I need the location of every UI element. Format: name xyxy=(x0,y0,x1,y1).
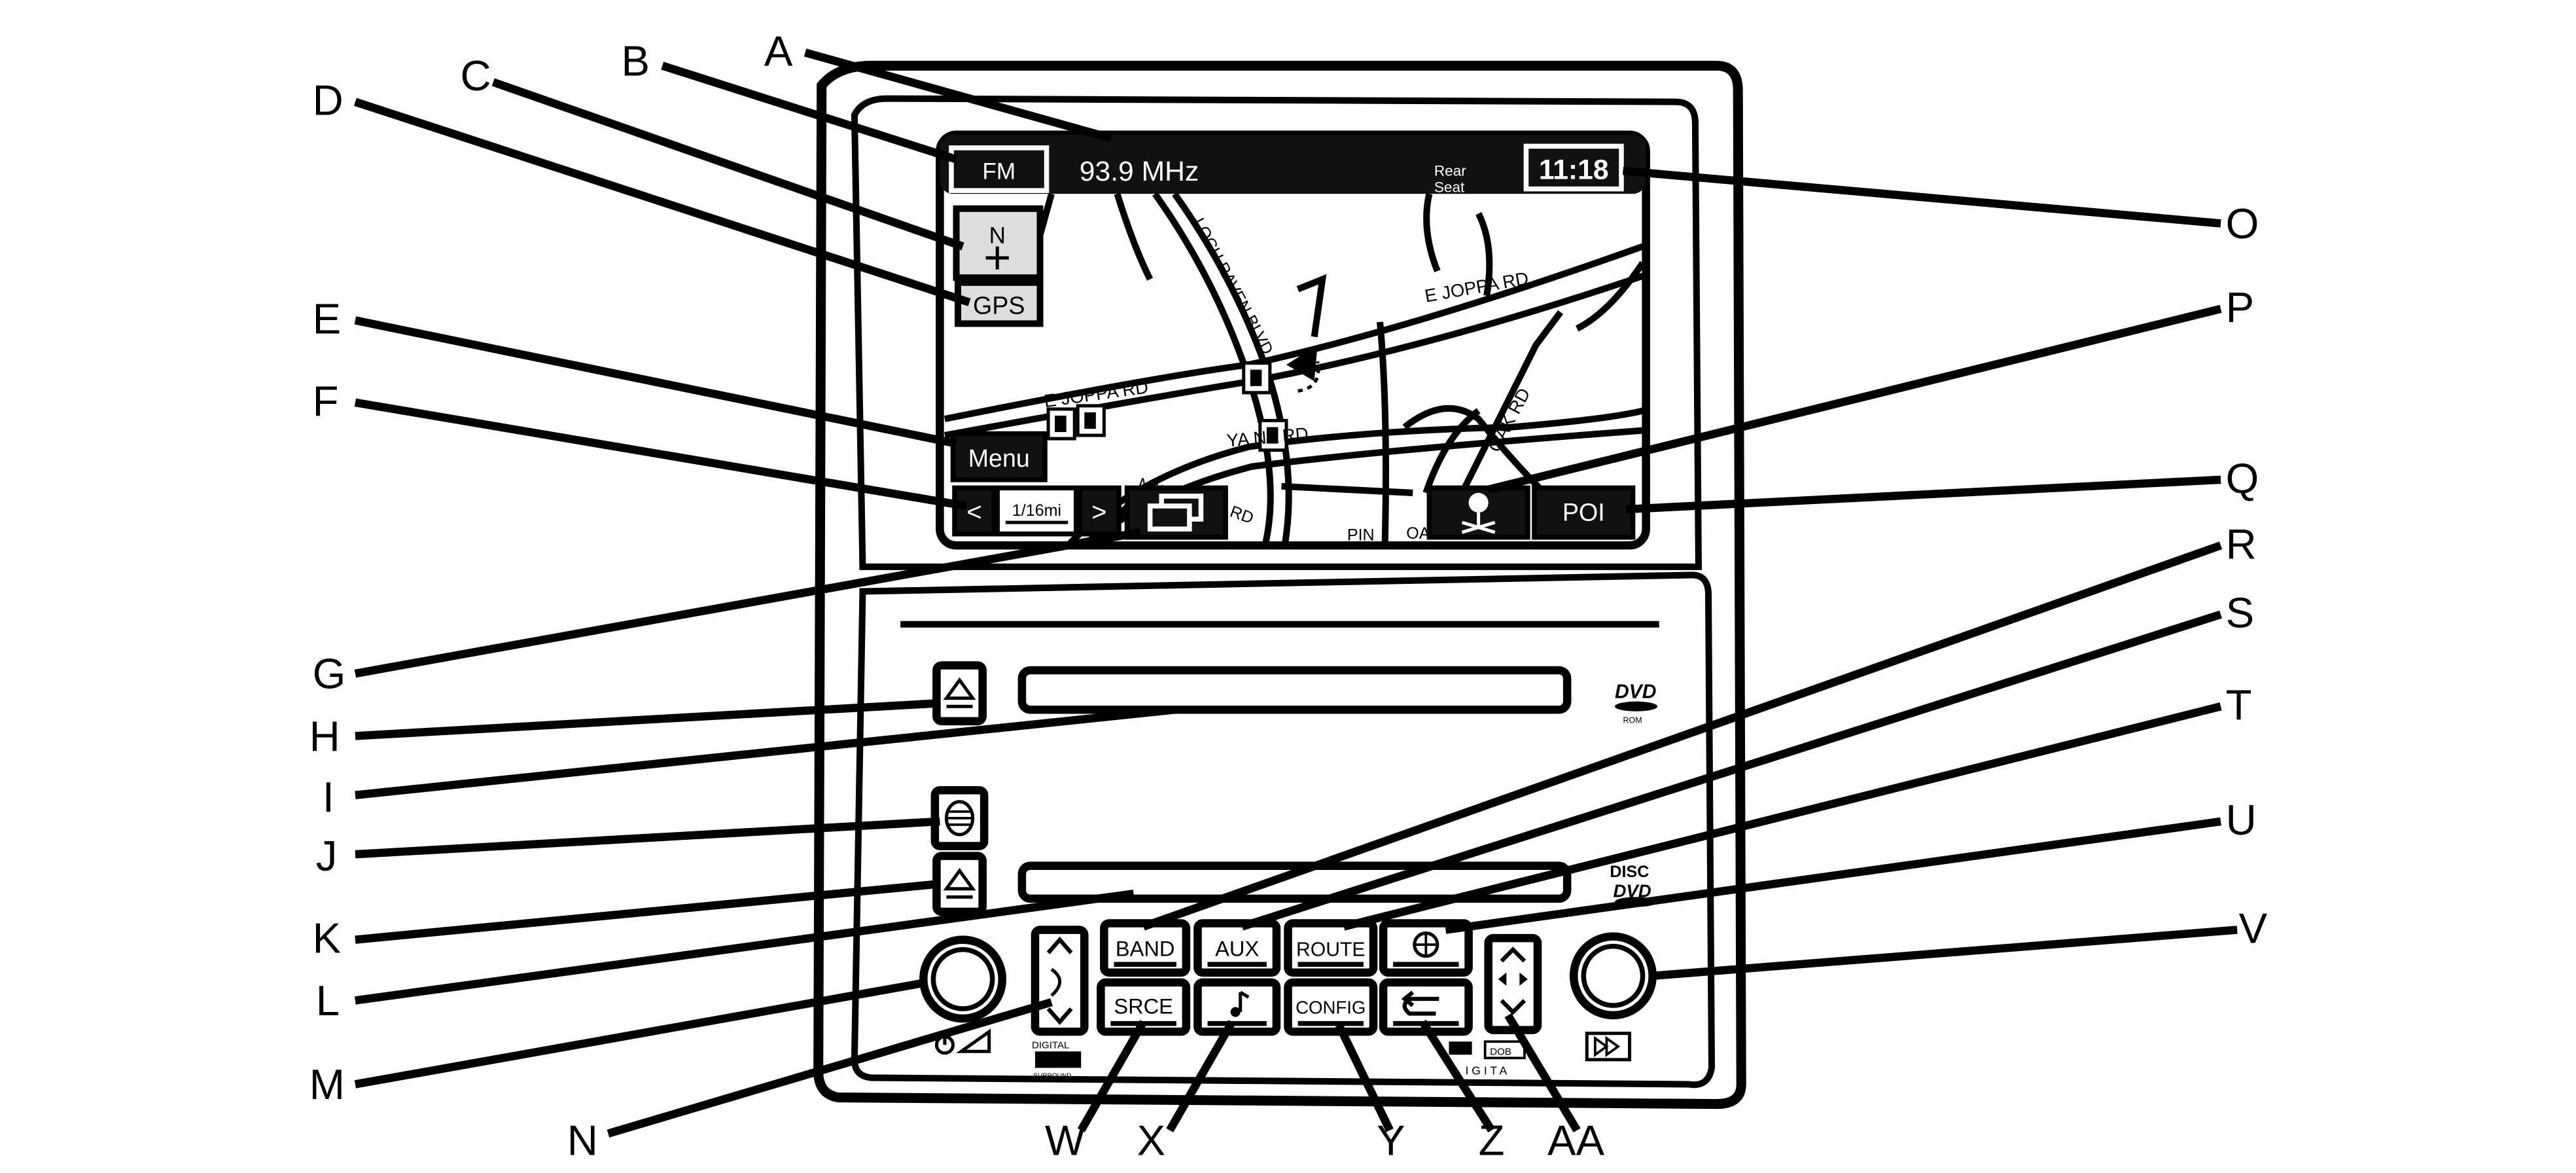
dvd-rom-slot[interactable] xyxy=(1017,666,1572,714)
poi-label: POI xyxy=(1562,499,1605,526)
callout-e: E xyxy=(313,295,342,342)
callout-k: K xyxy=(313,914,342,962)
callout-m: M xyxy=(309,1060,345,1108)
callout-leaders xyxy=(353,48,2238,1138)
callout-x: X xyxy=(1137,1116,1166,1164)
clock-button[interactable] xyxy=(1523,143,1624,192)
callout-y: Y xyxy=(1377,1116,1405,1164)
gas-station-icon xyxy=(1258,419,1288,452)
dvd-rom-logo: DVD ROM xyxy=(1614,681,1658,725)
callout-f: F xyxy=(313,377,339,425)
band-button[interactable] xyxy=(949,145,1050,193)
callout-l: L xyxy=(316,977,340,1024)
north-up-button[interactable]: N xyxy=(953,205,1044,281)
zoom-out-glyph: < xyxy=(966,497,981,527)
status-bar xyxy=(940,134,1646,194)
poi-button[interactable]: POI xyxy=(1532,485,1636,540)
disc-changer-button[interactable] xyxy=(930,785,989,850)
dolby-digital-logo: DOB I G I T A xyxy=(1449,1040,1526,1077)
callout-i: I xyxy=(323,773,334,821)
destination-hard-button[interactable] xyxy=(1379,919,1473,977)
seek-icon xyxy=(1498,972,1528,986)
surround-logo-text: SURROUND xyxy=(1033,1072,1071,1079)
callout-aa: AA xyxy=(1547,1116,1605,1164)
gas-station-icon xyxy=(1046,407,1076,441)
menu-label: Menu xyxy=(968,444,1030,472)
callout-v: V xyxy=(2239,905,2268,952)
gas-station-icon xyxy=(1076,404,1106,437)
rear-seat-label-line2: Seat xyxy=(1434,179,1465,196)
lower-eject-button[interactable] xyxy=(932,852,987,916)
callout-o: O xyxy=(2226,200,2259,247)
clock-readout: 11:18 xyxy=(1539,154,1609,186)
callout-h: H xyxy=(309,712,340,760)
band-hard-button-label: BAND xyxy=(1116,937,1175,961)
repeat-icon xyxy=(1401,990,1439,1016)
gas-station-icon xyxy=(1242,361,1272,395)
scale-controls: < 1/16mi > xyxy=(952,485,1121,537)
route-button[interactable]: ROUTE xyxy=(1284,919,1378,977)
zoom-in-button[interactable] xyxy=(1076,485,1121,537)
street-label: PIN xyxy=(1347,526,1375,545)
callout-n: N xyxy=(567,1116,598,1164)
callout-a: A xyxy=(764,27,793,75)
scale-readout-box xyxy=(995,485,1079,537)
fast-forward-button[interactable] xyxy=(1585,1032,1632,1062)
menu-button[interactable]: Menu xyxy=(950,431,1048,482)
destination-button[interactable] xyxy=(1426,485,1530,540)
callout-t: T xyxy=(2226,681,2252,729)
gps-button[interactable]: GPS xyxy=(955,279,1044,327)
config-button-label: CONFIG xyxy=(1296,998,1366,1018)
dvd-rom-logo-sub: ROM xyxy=(1623,715,1642,725)
callout-labels: A B C D E F G H I J K L M N O P Q R S T … xyxy=(309,27,2268,1164)
digital-logo-text: DIGITAL xyxy=(1032,1039,1069,1051)
dvd-rom-logo-text: DVD xyxy=(1615,681,1657,703)
north-label: N xyxy=(989,223,1006,248)
callout-c: C xyxy=(461,52,491,99)
aux-button-label: AUX xyxy=(1215,937,1259,961)
zoom-out-button[interactable] xyxy=(952,485,997,537)
dolby-digital-text: I G I T A xyxy=(1466,1064,1508,1077)
power-volume-knob[interactable] xyxy=(919,935,1007,1023)
rear-seat-label-line1: Rear xyxy=(1434,163,1466,179)
upper-eject-button[interactable] xyxy=(932,661,987,726)
callout-b: B xyxy=(622,37,650,84)
zoom-in-glyph: > xyxy=(1091,497,1106,527)
callout-s: S xyxy=(2226,589,2255,637)
band-label: FM xyxy=(982,159,1015,185)
route-button-label: ROUTE xyxy=(1296,939,1365,961)
srce-button-label: SRCE xyxy=(1114,994,1173,1019)
srce-button[interactable]: SRCE xyxy=(1097,978,1191,1036)
callout-g: G xyxy=(313,650,346,698)
dolby-logo-text: DOB xyxy=(1490,1046,1511,1057)
callout-p: P xyxy=(2226,283,2255,331)
tilt-screen-icon xyxy=(1050,967,1062,997)
callout-j: J xyxy=(316,832,338,880)
disc-logo-text: DISC xyxy=(1610,863,1649,881)
tone-button[interactable] xyxy=(1193,978,1281,1036)
config-button[interactable]: CONFIG xyxy=(1284,978,1378,1036)
callout-q: Q xyxy=(2226,454,2259,502)
band-hard-button[interactable]: BAND xyxy=(1100,919,1191,977)
destination-icon xyxy=(1468,492,1489,513)
digital-surround-logo: DIGITAL SURROUND xyxy=(1032,1039,1082,1079)
callout-r: R xyxy=(2226,520,2257,568)
callout-u: U xyxy=(2226,796,2257,844)
fast-forward-icon xyxy=(1593,1036,1621,1057)
gps-label: GPS xyxy=(973,291,1025,319)
callout-z: Z xyxy=(1479,1116,1505,1164)
tune-seek-knob[interactable] xyxy=(1569,932,1657,1020)
navigation-screen: FM 93.9 MHz Rear Seat 11:18 xyxy=(936,130,1650,550)
tilt-rocker-switch[interactable] xyxy=(1031,926,1089,1036)
split-view-button[interactable] xyxy=(1124,485,1228,540)
dvd-slot[interactable] xyxy=(1017,861,1572,903)
aux-button[interactable]: AUX xyxy=(1193,919,1281,977)
callout-w: W xyxy=(1045,1116,1085,1164)
frequency-readout: 93.9 MHz xyxy=(1080,156,1199,187)
scale-readout: 1/16mi xyxy=(1012,501,1061,520)
vehicle-position-icon xyxy=(1286,345,1318,382)
music-note-icon xyxy=(1239,990,1250,1013)
callout-d: D xyxy=(313,77,344,124)
